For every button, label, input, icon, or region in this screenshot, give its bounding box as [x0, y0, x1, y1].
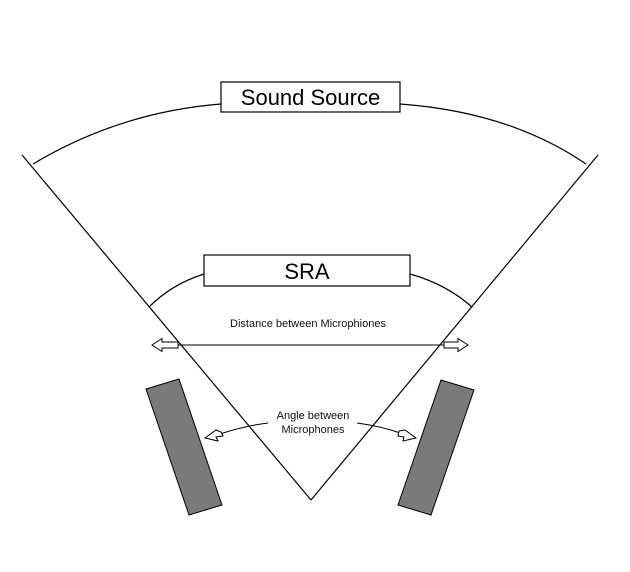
sound-source-label: Sound Source — [241, 85, 380, 110]
sra-box — [203, 254, 411, 287]
angle-curve-left — [219, 422, 269, 435]
sound-source-arc-left — [32, 103, 222, 165]
distance-arrow-right-icon — [443, 337, 469, 353]
angle-label-line1: Angle between — [277, 410, 350, 422]
angle-arrow-right-icon — [397, 429, 418, 442]
sra-arc-right — [409, 273, 473, 308]
right-angle-line — [310, 154, 599, 501]
sound-source-box — [220, 81, 401, 113]
angle-label-line2: Microphones — [282, 424, 345, 436]
sound-source-arc-right — [399, 103, 587, 165]
distance-arrow-left-icon — [151, 337, 179, 353]
angle-curve-right — [356, 422, 401, 434]
left-microphone — [145, 378, 223, 516]
distance-label: Distance between Microphiones — [230, 318, 386, 330]
sra-arc-left — [148, 273, 205, 308]
left-angle-line — [21, 154, 312, 501]
right-microphone — [397, 379, 475, 516]
angle-arrow-left-icon — [203, 429, 224, 442]
sra-label: SRA — [284, 259, 330, 284]
